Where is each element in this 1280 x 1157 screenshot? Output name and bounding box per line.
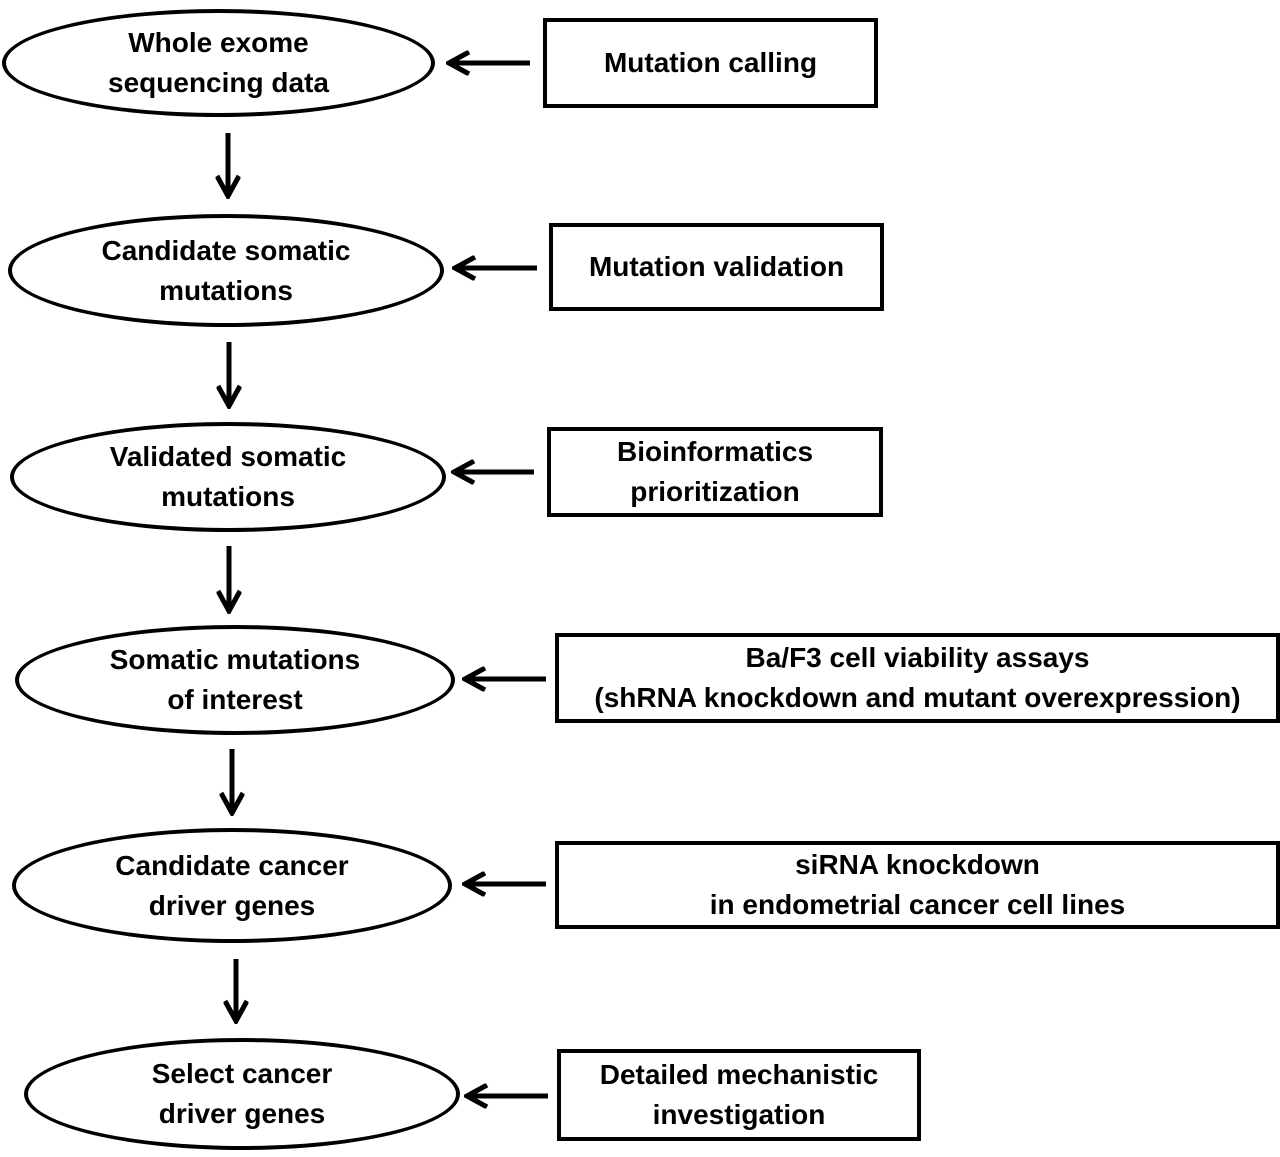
stage-line-2: sequencing data xyxy=(108,67,329,98)
stage-validated-somatic-mutations: Validated somatic mutations xyxy=(10,422,446,532)
method-line-2: prioritization xyxy=(630,476,800,507)
method-line-1: Mutation calling xyxy=(603,47,818,78)
method-line-1: Detailed mechanistic xyxy=(599,1059,879,1090)
stage-line-1: Somatic mutations xyxy=(109,644,361,675)
stage-somatic-mutations-of-interest: Somatic mutations of interest xyxy=(15,625,455,735)
stage-line-2: driver genes xyxy=(158,1098,326,1129)
stage-select-cancer-driver-genes: Select cancer driver genes xyxy=(24,1038,460,1150)
stage-whole-exome-sequencing-data: Whole exome sequencing data xyxy=(2,9,435,117)
stage-candidate-cancer-driver-genes: Candidate cancer driver genes xyxy=(12,828,452,943)
stage-line-1: Whole exome xyxy=(128,27,309,58)
stage-line-1: Select cancer xyxy=(151,1058,333,1089)
method-detailed-mechanistic-investigation: Detailed mechanistic investigation xyxy=(557,1049,921,1141)
stage-line-2: driver genes xyxy=(148,889,316,921)
method-line-2: (shRNA knockdown and mutant overexpressi… xyxy=(594,682,1241,713)
method-line-2: in endometrial cancer cell lines xyxy=(709,889,1126,920)
stage-line-2: mutations xyxy=(161,481,295,512)
stage-line-1: Candidate somatic xyxy=(101,234,351,266)
method-line-1: siRNA knockdown xyxy=(795,849,1040,880)
method-line-1: Mutation validation xyxy=(588,251,845,282)
method-line-2: investigation xyxy=(652,1099,826,1130)
method-mutation-calling: Mutation calling xyxy=(543,18,878,108)
stage-line-1: Candidate cancer xyxy=(115,849,349,881)
stage-candidate-somatic-mutations: Candidate somatic mutations xyxy=(8,214,444,327)
method-bioinformatics-prioritization: Bioinformatics prioritization xyxy=(547,427,883,517)
method-ba-f3-cell-viability-assays: Ba/F3 cell viability assays (shRNA knock… xyxy=(555,633,1280,723)
stage-line-2: mutations xyxy=(159,274,293,306)
method-line-1: Bioinformatics xyxy=(616,436,814,467)
method-sirna-knockdown: siRNA knockdown in endometrial cancer ce… xyxy=(555,841,1280,929)
stage-line-1: Validated somatic xyxy=(109,441,347,472)
stage-line-2: of interest xyxy=(167,684,303,715)
method-mutation-validation: Mutation validation xyxy=(549,223,884,311)
method-line-1: Ba/F3 cell viability assays xyxy=(745,642,1090,673)
